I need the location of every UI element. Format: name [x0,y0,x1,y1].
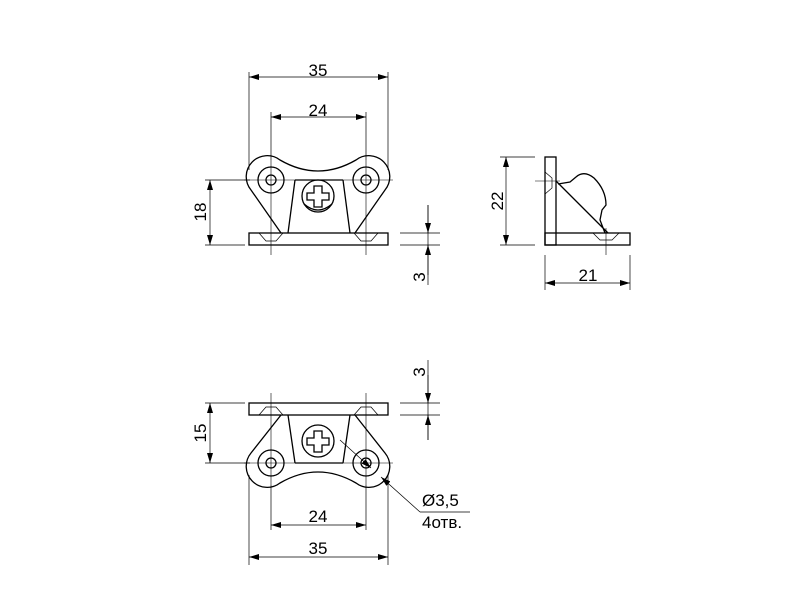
bottom-dim-15: 15 [191,424,210,443]
top-view: 35 24 18 3 [191,61,440,285]
top-dim-18: 18 [191,203,210,222]
top-dim-35: 35 [309,61,328,80]
bottom-dim-24: 24 [309,507,328,526]
side-dim-22: 22 [488,192,507,211]
bottom-dim-3: 3 [410,367,429,376]
top-dim-3: 3 [410,272,429,281]
bottom-dim-35: 35 [309,539,328,558]
side-view: 22 21 [488,156,631,290]
bottom-view: 15 3 24 35 Ø3,5 4отв. [191,360,470,565]
hole-count-label: 4отв. [422,513,462,532]
top-dim-24: 24 [309,101,328,120]
side-dim-21: 21 [579,266,598,285]
hole-diameter-label: Ø3,5 [422,491,459,510]
